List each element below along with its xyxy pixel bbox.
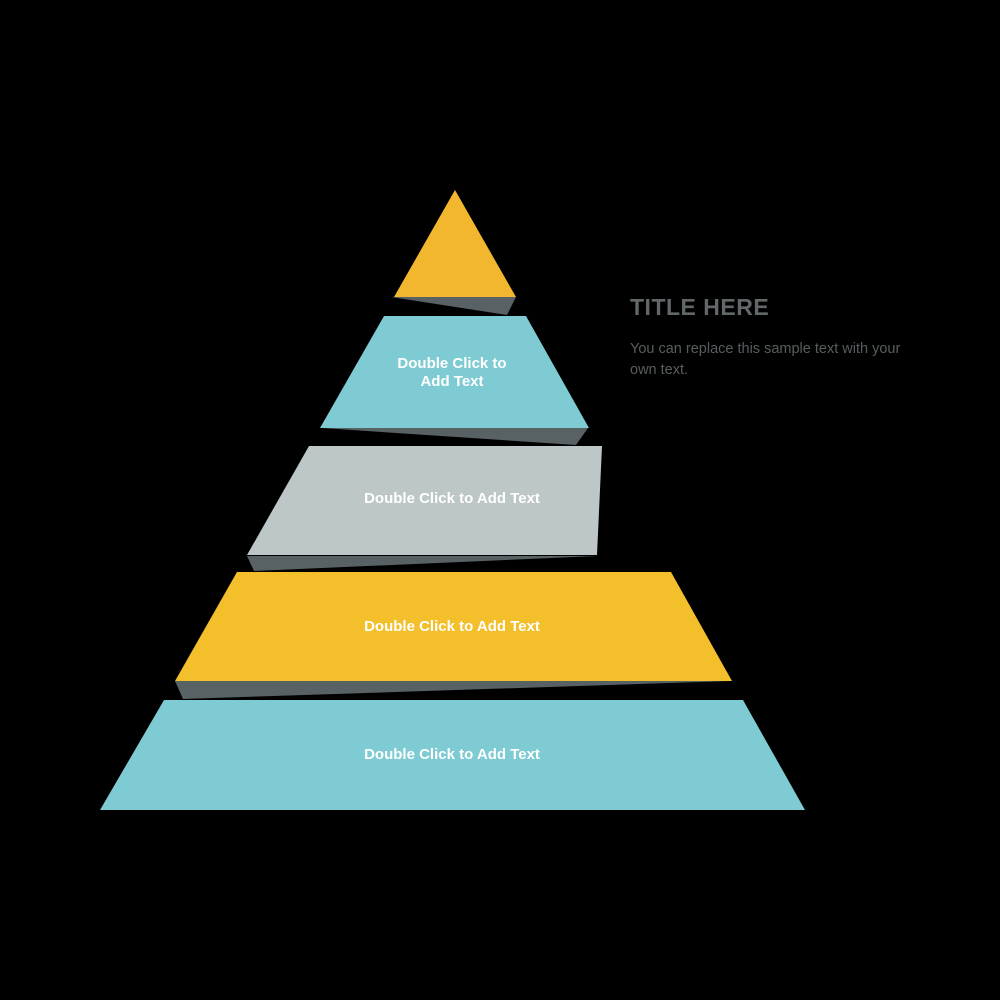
tier-2-label-line1[interactable]: Double Click to [397,355,506,372]
tier-3-label[interactable]: Double Click to Add Text [364,490,540,507]
pyramid-tier-3[interactable] [247,446,602,555]
tier-2-label-line2[interactable]: Add Text [420,373,483,390]
annotation-block: TITLE HERE You can replace this sample t… [630,294,902,380]
tier-1-shadow [391,297,516,315]
pyramid-tier-5[interactable] [100,700,805,810]
annotation-title[interactable]: TITLE HERE [630,294,770,320]
pyramid-tier-4[interactable] [175,572,732,681]
tier-4-shadow [175,681,731,699]
tier-5-label[interactable]: Double Click to Add Text [364,746,540,763]
tier-2-shadow [322,428,588,445]
pyramid-tier-1[interactable] [394,190,516,297]
annotation-body[interactable]: You can replace this sample text with yo… [630,341,901,378]
pyramid-tier-2[interactable] [320,316,589,428]
tier-4-label[interactable]: Double Click to Add Text [364,618,540,635]
tier-3-shadow [247,556,597,571]
